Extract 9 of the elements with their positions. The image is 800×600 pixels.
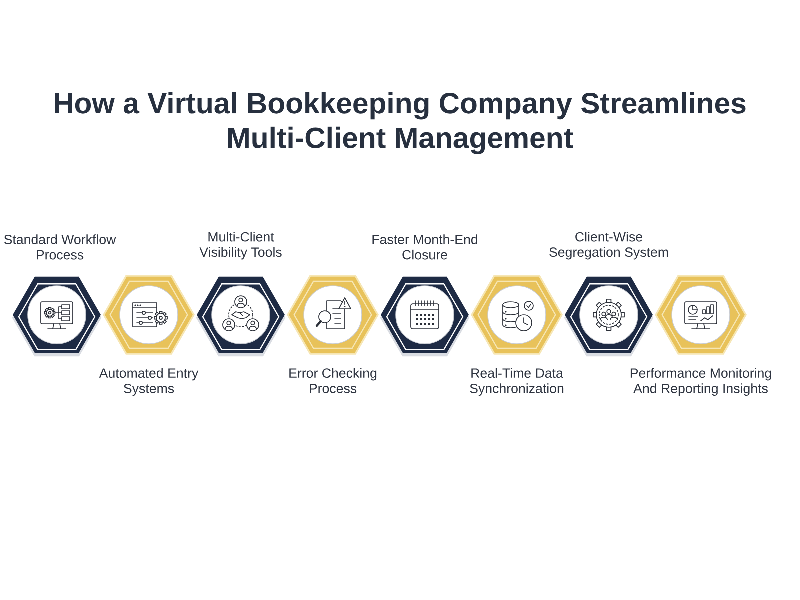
- step-label: Multi-Client Visibility Tools: [200, 232, 282, 260]
- step-label: Standard Workflow Process: [4, 234, 116, 260]
- step-label: Faster Month-End Closure: [372, 234, 478, 260]
- step-label: Automated Entry Systems: [99, 368, 199, 396]
- step-label: Performance Monitoring And Reporting Insights: [630, 368, 772, 396]
- step-label: Real-Time Data Synchronization: [470, 368, 564, 396]
- title: How a Virtual Bookkeeping Company Streamlines Multi-Client Management: [55, 92, 746, 154]
- step-label: Client-Wise Segregation System: [550, 232, 668, 260]
- step-label: Error Checking Process: [290, 368, 377, 394]
